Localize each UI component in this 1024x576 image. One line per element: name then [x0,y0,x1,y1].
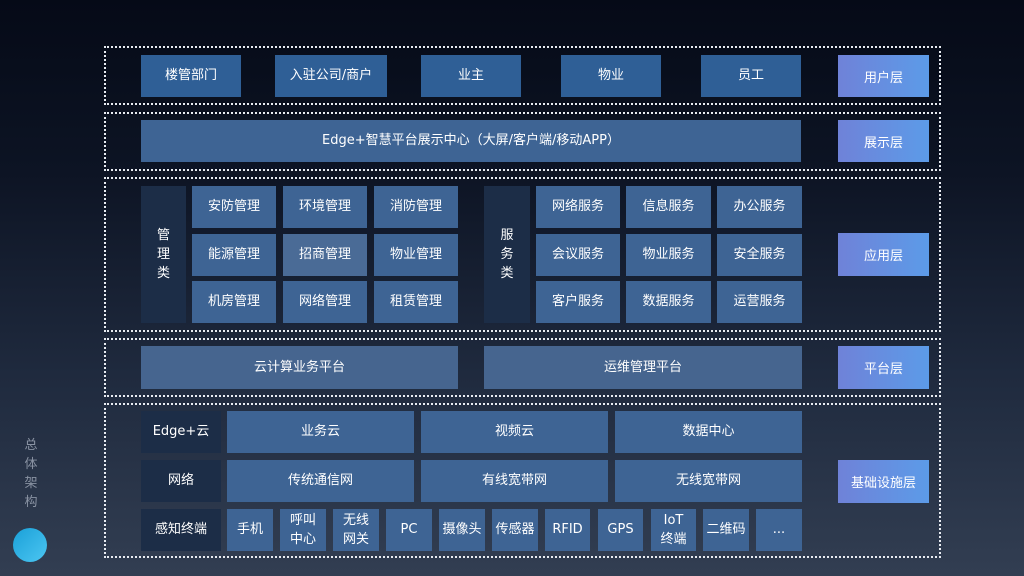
service-item[interactable]: 运营服务 [717,281,802,323]
management-item[interactable]: 能源管理 [192,234,276,276]
management-item[interactable]: 机房管理 [192,281,276,323]
side-title-char: 总 [24,438,38,453]
terminal-item[interactable]: 传感器 [492,509,538,551]
terminal-item[interactable]: 摄像头 [439,509,485,551]
infra-item[interactable]: 无线宽带网 [615,460,802,502]
terminal-item[interactable]: RFID [545,509,590,551]
service-item[interactable]: 信息服务 [626,186,711,228]
terminal-item[interactable]: GPS [598,509,643,551]
terminal-item[interactable]: 手机 [227,509,273,551]
service-item[interactable]: 办公服务 [717,186,802,228]
user-item[interactable]: 入驻公司/商户 [275,55,387,97]
service-item[interactable]: 安全服务 [717,234,802,276]
side-title: 总 体 架 构 [22,436,40,512]
infra-item[interactable]: 视频云 [421,411,608,453]
management-item[interactable]: 物业管理 [374,234,458,276]
service-item[interactable]: 客户服务 [536,281,620,323]
circle-decoration-icon [13,528,47,562]
user-item[interactable]: 业主 [421,55,521,97]
side-title-char: 构 [24,495,38,510]
ops-management-platform[interactable]: 运维管理平台 [484,346,802,389]
service-item[interactable]: 网络服务 [536,186,620,228]
display-layer [104,112,941,171]
management-item[interactable]: 租赁管理 [374,281,458,323]
terminal-item[interactable]: 呼叫中心 [280,509,326,551]
side-title-char: 架 [24,476,38,491]
user-item[interactable]: 员工 [701,55,801,97]
terminal-item[interactable]: 二维码 [703,509,749,551]
service-item[interactable]: 物业服务 [626,234,711,276]
infra-item[interactable]: 传统通信网 [227,460,414,502]
application-layer-label[interactable]: 应用层 [838,233,929,276]
service-item[interactable]: 会议服务 [536,234,620,276]
display-layer-label[interactable]: 展示层 [838,120,929,162]
application-layer [104,177,941,332]
infra-item[interactable]: 有线宽带网 [421,460,608,502]
platform-layer [104,338,941,397]
management-item[interactable]: 环境管理 [283,186,367,228]
management-item[interactable]: 安防管理 [192,186,276,228]
network-head: 网络 [141,460,221,502]
terminal-item[interactable]: 无线网关 [333,509,379,551]
edge-cloud-head: Edge+云 [141,411,221,453]
cloud-computing-platform[interactable]: 云计算业务平台 [141,346,458,389]
terminal-item[interactable]: PC [386,509,432,551]
user-item[interactable]: 物业 [561,55,661,97]
user-layer [104,46,941,105]
platform-layer-label[interactable]: 平台层 [838,346,929,389]
management-item[interactable]: 消防管理 [374,186,458,228]
infra-item[interactable]: 业务云 [227,411,414,453]
service-item[interactable]: 数据服务 [626,281,711,323]
display-center[interactable]: Edge+智慧平台展示中心（大屏/客户端/移动APP） [141,120,801,162]
service-category: 服 务 类 [484,186,530,323]
management-item[interactable]: 招商管理 [283,234,367,276]
management-item[interactable]: 网络管理 [283,281,367,323]
side-title-char: 体 [24,457,38,472]
terminal-item-more[interactable]: ... [756,509,802,551]
infra-item[interactable]: 数据中心 [615,411,802,453]
management-category: 管 理 类 [141,186,186,323]
user-layer-label[interactable]: 用户层 [838,55,929,97]
sensing-terminal-head: 感知终端 [141,509,221,551]
infrastructure-layer [104,403,941,558]
user-item[interactable]: 楼管部门 [141,55,241,97]
infrastructure-layer-label[interactable]: 基础设施层 [838,460,929,503]
